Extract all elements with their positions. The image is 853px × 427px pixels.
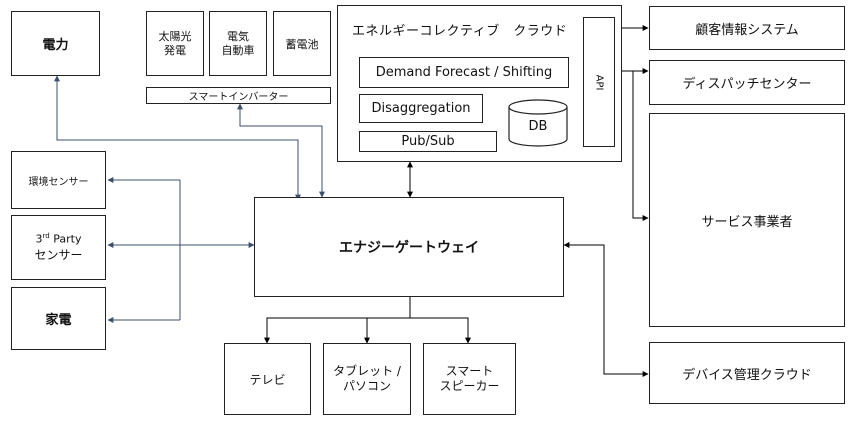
- tv-box: テレビ: [224, 343, 311, 415]
- smart-speaker-label: スマート スピーカー: [439, 364, 500, 393]
- appliance-label: 家電: [45, 313, 72, 328]
- api-box: [583, 17, 615, 147]
- power-label: 電力: [42, 38, 69, 53]
- disaggregation-label: Disaggregation: [371, 101, 471, 116]
- pubsub-box: Pub/Sub: [359, 131, 497, 152]
- line-inverter-to-gateway: [237, 103, 325, 198]
- solar-box: 太陽光 発電: [146, 11, 204, 76]
- appliance-box: 家電: [11, 287, 106, 350]
- env-sensor-box: 環境センサー: [11, 151, 106, 209]
- service-provider-label: サービス事業者: [701, 214, 793, 230]
- api-label: API: [593, 74, 605, 90]
- energy-gateway-label: エナジーゲートウェイ: [339, 240, 479, 256]
- ev-label: 電気 自動車: [221, 29, 255, 57]
- demand-forecast-box: Demand Forecast / Shifting: [359, 57, 569, 88]
- db-cylinder: [508, 99, 568, 147]
- dispatch-center-box: ディスパッチセンター: [649, 60, 845, 105]
- energy-gateway-box: エナジーゲートウェイ: [254, 197, 564, 297]
- inverter-label: スマートインバーター: [188, 92, 289, 103]
- tablet-pc-label: タブレット / パソコン: [333, 364, 401, 393]
- dispatch-center-label: ディスパッチセンター: [682, 77, 812, 92]
- device-management-cloud-box: デバイス管理クラウド: [649, 342, 845, 404]
- line-gateway-to-bottom: [266, 297, 469, 343]
- tv-label: テレビ: [249, 372, 286, 387]
- third-party-sensor-label: センサー: [34, 247, 83, 262]
- cloud-title: エネルギーコレクティブ クラウド: [352, 24, 568, 39]
- power-box: 電力: [11, 11, 100, 76]
- tablet-pc-box: タブレット / パソコン: [323, 343, 411, 415]
- env-sensor-label: 環境センサー: [28, 176, 89, 188]
- demand-forecast-label: Demand Forecast / Shifting: [375, 65, 553, 80]
- service-provider-box: サービス事業者: [649, 113, 845, 327]
- device-management-cloud-label: デバイス管理クラウド: [682, 367, 812, 383]
- db-label: DB: [528, 119, 548, 134]
- crm-label: 顧客情報システム: [695, 22, 799, 38]
- battery-label: 蓄電池: [285, 37, 319, 51]
- ev-box: 電気 自動車: [209, 11, 267, 76]
- inverter-box: スマートインバーター: [146, 87, 331, 104]
- third-party-sensor-box: 3rd Party センサー: [11, 215, 106, 280]
- line-api-to-service: [632, 71, 649, 221]
- third-party-label: 3rd Party: [35, 232, 82, 246]
- disaggregation-box: Disaggregation: [359, 94, 483, 123]
- line-gateway-to-device-cloud: [563, 242, 649, 377]
- pubsub-label: Pub/Sub: [401, 134, 455, 149]
- crm-box: 顧客情報システム: [649, 6, 845, 50]
- smart-speaker-box: スマート スピーカー: [423, 343, 516, 415]
- solar-label: 太陽光 発電: [158, 29, 192, 57]
- battery-box: 蓄電池: [273, 11, 331, 76]
